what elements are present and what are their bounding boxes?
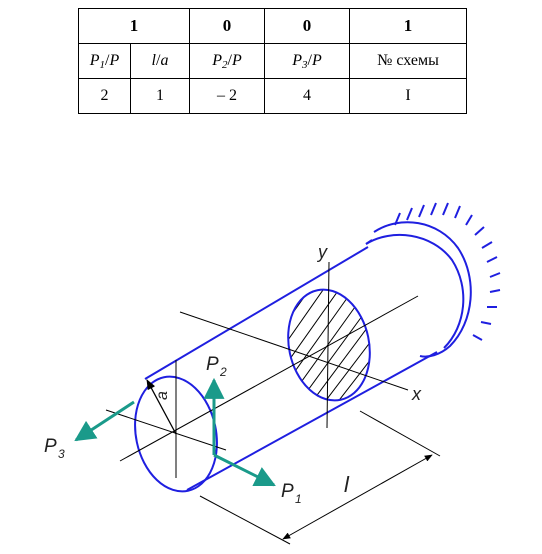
flange-disc-edge (365, 233, 465, 349)
svg-text:P: P (206, 354, 219, 375)
col-p1-ratio: P1/P (78, 43, 131, 79)
svg-text:P: P (44, 436, 57, 457)
col-l-ratio: l/a (130, 43, 190, 79)
table-column-row: P1/P l/a P2/P P3/P № схемы (78, 43, 467, 79)
label-l: l (344, 472, 350, 497)
x-axis (179, 311, 409, 391)
value-p2-ratio: – 2 (189, 78, 265, 114)
col-p3-ratio: P3/P (264, 43, 350, 79)
svg-text:1: 1 (295, 492, 302, 506)
beam-top-edge-inner (365, 239, 373, 245)
end-face-radius-a (146, 379, 177, 435)
table-value-row: 2 1 – 2 4 I (78, 78, 467, 114)
label-x: x (411, 384, 422, 404)
col-scheme-number: № схемы (349, 43, 467, 79)
beam-bottom-edge (186, 351, 438, 491)
flange-disc (373, 221, 472, 358)
table-header-row: 1 0 0 1 (78, 8, 467, 44)
svg-text:3: 3 (58, 447, 65, 461)
value-p3-ratio: 4 (264, 78, 350, 114)
value-scheme-number: I (349, 78, 467, 114)
label-a: a (154, 391, 171, 400)
beam-axis (119, 295, 419, 462)
wall-support (394, 202, 501, 341)
label-y: y (316, 242, 328, 262)
force-p3-arrow (74, 400, 135, 442)
y-axis (326, 261, 330, 429)
svg-text:P: P (281, 481, 294, 502)
label-p1: P 1 (281, 481, 302, 506)
label-p3: P 3 (44, 436, 65, 461)
beam-top-edge (144, 246, 369, 380)
end-face-horizontal-axis (105, 409, 227, 451)
dimension-l (199, 410, 441, 545)
svg-text:2: 2 (219, 365, 227, 379)
parameters-table: 1 0 0 1 P1/P l/a P2/P P3/P № схемы 2 1 –… (78, 8, 467, 114)
label-p2: P 2 (206, 354, 227, 379)
force-p1-arrow (213, 453, 276, 487)
